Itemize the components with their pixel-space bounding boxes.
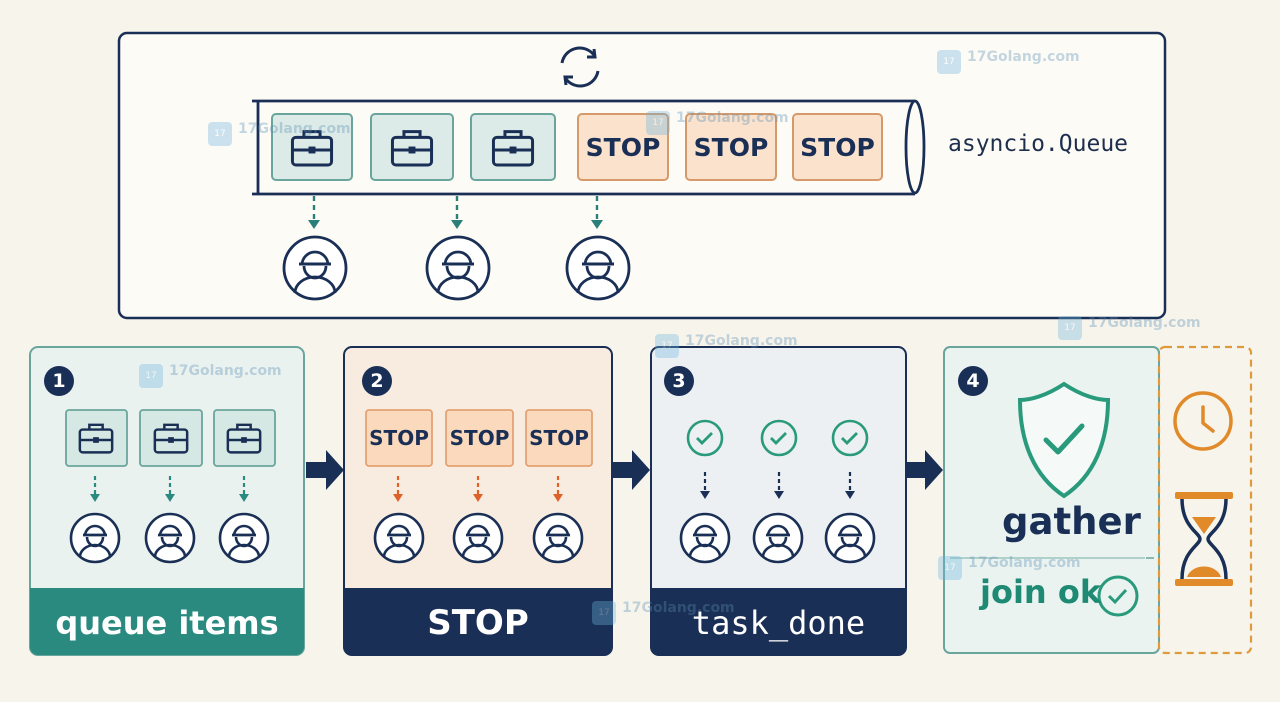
queue-stop-label: STOP — [585, 132, 661, 162]
stage-1-label: queue items — [55, 603, 279, 642]
queue-stop-label: STOP — [800, 132, 875, 162]
stage-2-stop-2 — [445, 409, 514, 467]
hourglass-icon — [1175, 492, 1233, 586]
queue-stop-2 — [685, 113, 777, 181]
worker-avatar — [452, 512, 504, 564]
stage-2-stop-label: STOP — [369, 426, 429, 450]
worker-avatar — [532, 512, 584, 564]
flow-arrow-icon — [906, 450, 943, 490]
worker-avatar — [679, 512, 731, 564]
worker-avatar — [824, 512, 876, 564]
stage-number-badge: 1 — [44, 366, 74, 396]
watermark: 17 17Golang.com — [139, 364, 282, 388]
join-ok-check-icon — [1097, 575, 1139, 617]
watermark-logo-icon: 17 — [208, 122, 232, 146]
worker-avatar — [144, 512, 196, 564]
watermark: 17 17Golang.com — [592, 601, 735, 625]
join-ok-label: join ok — [980, 573, 1102, 611]
queue-stop-label: STOP — [693, 132, 769, 162]
stage-2-stop-label: STOP — [529, 426, 589, 450]
watermark-logo-icon: 17 — [938, 556, 962, 580]
watermark-logo-icon: 17 — [646, 111, 670, 135]
watermark: 17 17Golang.com — [655, 334, 798, 358]
queue-stop-3 — [792, 113, 883, 181]
shield-check-icon — [1017, 381, 1111, 499]
worker-avatar — [425, 235, 491, 301]
worker-avatar — [69, 512, 121, 564]
stage-1-item — [139, 409, 203, 467]
worker-avatar — [373, 512, 425, 564]
queue-item-3 — [470, 113, 556, 181]
stage-2-stop-label: STOP — [449, 426, 510, 450]
queue-pipe — [252, 99, 926, 196]
stage-2-stop-3 — [525, 409, 593, 467]
queue-stop-1 — [577, 113, 669, 181]
watermark: 17 17Golang.com — [1058, 316, 1201, 340]
stage-3-label: task_done — [691, 603, 866, 642]
clock-icon — [1173, 391, 1233, 451]
stage-2-stop-1 — [365, 409, 433, 467]
watermark-logo-icon: 17 — [937, 50, 961, 74]
watermark: 17 17Golang.com — [208, 122, 351, 146]
stage-2-label: STOP — [427, 602, 529, 643]
watermark: 17 17Golang.com — [938, 556, 1081, 580]
queue-label: asyncio.Queue — [948, 131, 1129, 157]
queue-item-2 — [370, 113, 454, 181]
watermark-logo-icon: 17 — [1058, 316, 1082, 340]
gather-label: gather — [1002, 500, 1141, 543]
watermark-logo-icon: 17 — [592, 601, 616, 625]
stage-number-badge: 3 — [664, 366, 694, 396]
stage-1-item — [65, 409, 128, 467]
queue-item-1 — [271, 113, 353, 181]
flow-arrow-icon — [306, 450, 344, 490]
timer-dashed-box — [1157, 345, 1253, 655]
worker-avatar — [218, 512, 270, 564]
stage-1-item — [213, 409, 276, 467]
worker-avatar — [565, 235, 631, 301]
stage-number-badge: 2 — [362, 366, 392, 396]
worker-avatar — [752, 512, 804, 564]
watermark: 17 17Golang.com — [937, 50, 1080, 74]
watermark-logo-icon: 17 — [139, 364, 163, 388]
flow-arrow-icon — [613, 450, 650, 490]
stage-number-badge: 4 — [958, 366, 988, 396]
refresh-cycle-icon — [560, 46, 600, 88]
worker-avatar — [282, 235, 348, 301]
watermark: 17 17Golang.com — [646, 111, 789, 135]
watermark-logo-icon: 17 — [655, 334, 679, 358]
